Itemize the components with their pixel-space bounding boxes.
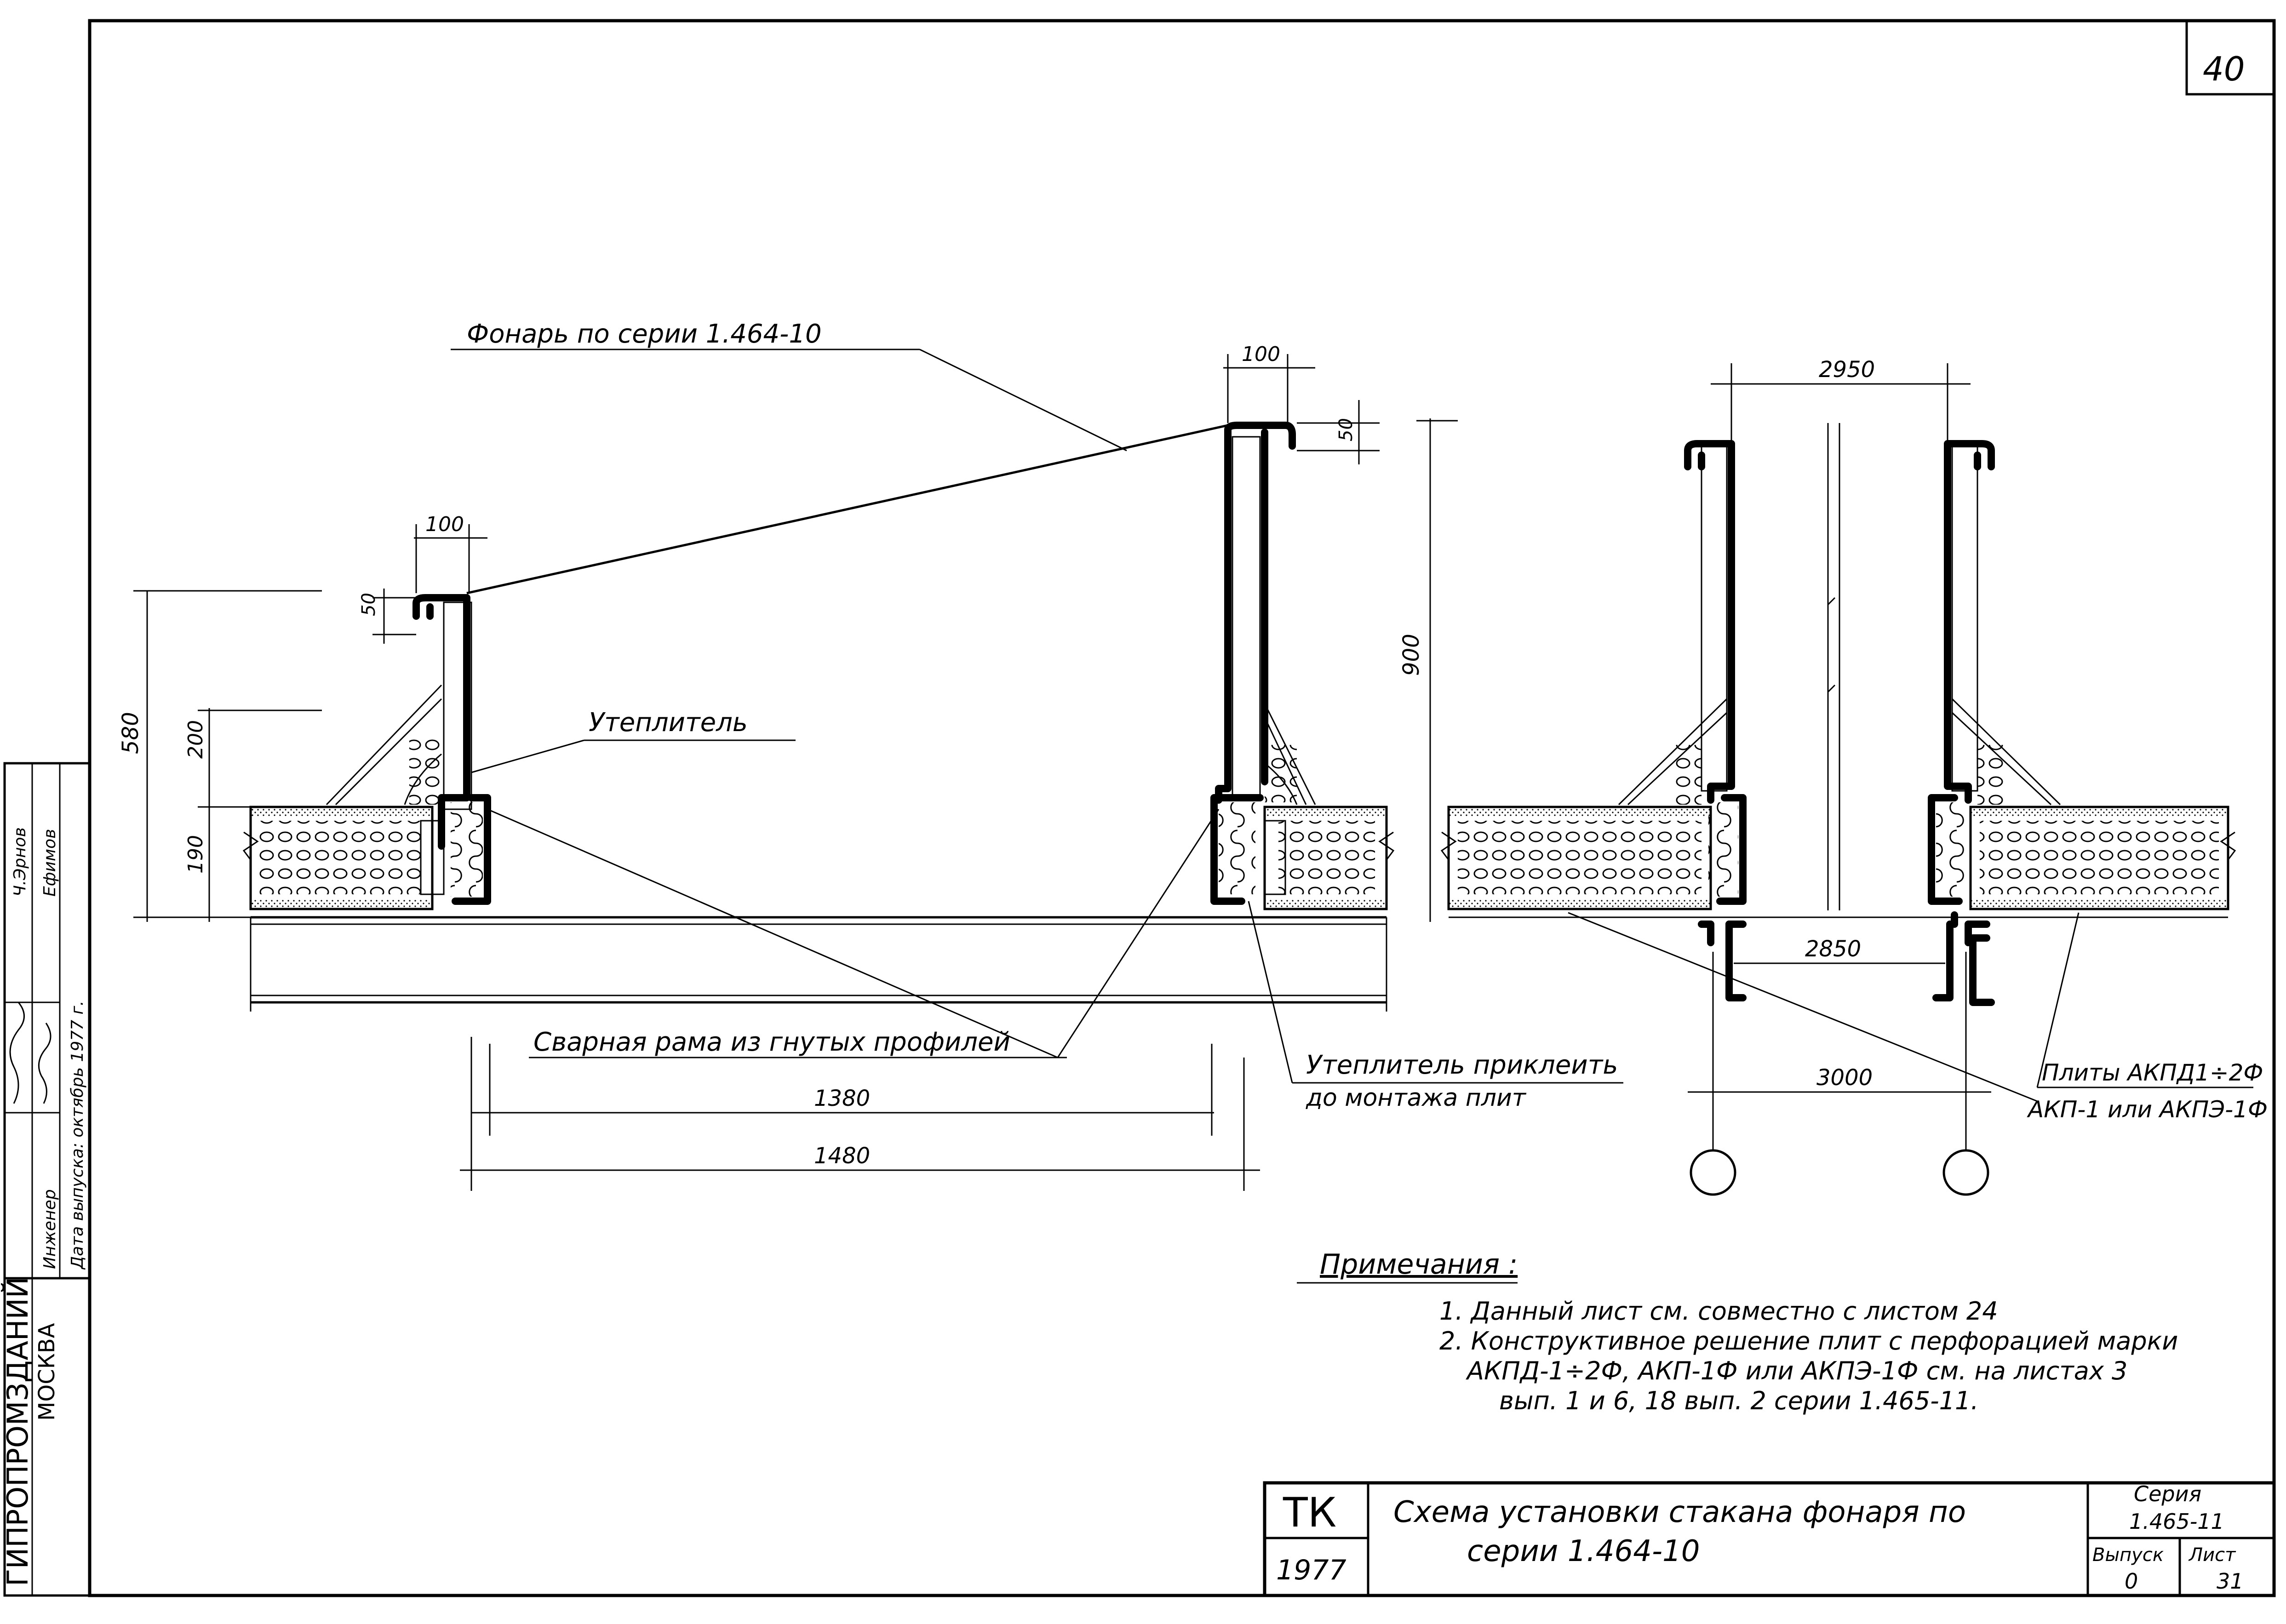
title-block: ТК 1977 Схема установки стакана фонаря п… bbox=[1263, 1481, 2276, 1597]
tb-title-2: серии 1.464-10 bbox=[1467, 1534, 1700, 1568]
dim-100-left: 100 bbox=[414, 513, 487, 593]
notes-line1: 1. Данный лист см. совместно с листом 24 bbox=[1439, 1297, 1998, 1326]
right-detail: 900 2950 2850 3000 Плиты АКПД1÷2Ф АКП-1 … bbox=[1398, 357, 2268, 1196]
label-uteplitel-prikleit-2: до монтажа плит bbox=[1306, 1084, 1527, 1112]
dim-2850: 2850 bbox=[1734, 936, 1945, 964]
dim-100-left-label: 100 bbox=[425, 513, 464, 536]
dim-50-right-label: 50 bbox=[1335, 418, 1357, 441]
notes-line4: вып. 1 и 6, 18 вып. 2 серии 1.465-11. bbox=[1499, 1386, 1979, 1415]
label-fonar: Фонарь по серии 1.464-10 bbox=[467, 319, 822, 349]
dim-2850-label: 2850 bbox=[1805, 936, 1861, 962]
notes: Примечания : 1. Данный лист см. совместн… bbox=[1297, 1248, 2178, 1415]
dim-100-right-label: 100 bbox=[1242, 343, 1280, 366]
dim-2950-label: 2950 bbox=[1819, 357, 1875, 383]
tb-title-1: Схема установки стакана фонаря по bbox=[1393, 1495, 1966, 1529]
left-detail: 100 50 580 200 190 100 bbox=[118, 343, 1395, 1191]
label-uteplitel: Утеплитель bbox=[589, 708, 748, 738]
dim-190: 190 bbox=[184, 807, 210, 922]
stamp-name2: Ефимов bbox=[40, 829, 59, 897]
stamp-engineer: Инженер bbox=[40, 1189, 59, 1269]
sheet-number-box: 40 bbox=[2185, 21, 2274, 96]
dim-1380: 1380 bbox=[471, 1044, 1214, 1136]
tb-sheet-label: Лист bbox=[2188, 1544, 2236, 1566]
notes-line2: 2. Конструктивное решение плит с перфора… bbox=[1439, 1327, 2178, 1355]
dim-200-label: 200 bbox=[184, 720, 207, 759]
dim-50-right: 50 bbox=[1297, 400, 1380, 464]
dim-580: 580 bbox=[118, 590, 322, 922]
notes-line3: АКПД-1÷2Ф, АКП-1Ф или АКПЭ-1Ф см. на лис… bbox=[1466, 1356, 2127, 1385]
tb-issue-value: 0 bbox=[2125, 1569, 2138, 1594]
stamp-name1: Ч.Эрнов bbox=[11, 827, 29, 897]
notes-title: Примечания : bbox=[1320, 1248, 1518, 1281]
dim-580-label: 580 bbox=[118, 712, 143, 754]
sheet-number: 40 bbox=[2203, 50, 2245, 88]
dim-50-left: 50 bbox=[358, 589, 416, 644]
dim-1480: 1480 bbox=[460, 1037, 1260, 1191]
dim-1380-label: 1380 bbox=[814, 1086, 870, 1111]
tb-sheet-value: 31 bbox=[2217, 1569, 2244, 1594]
dim-100-right: 100 bbox=[1223, 343, 1315, 423]
leaders-left: Фонарь по серии 1.464-10 Утеплитель Свар… bbox=[451, 319, 1623, 1112]
side-stamp: ГИПРОПРОМЗДАНИЙ МОСКВА Инженер Дата выпу… bbox=[1, 762, 91, 1597]
dim-1480-label: 1480 bbox=[814, 1143, 870, 1169]
dim-900-label: 900 bbox=[1398, 634, 1424, 676]
axis-marker-left bbox=[1690, 1149, 1736, 1196]
dim-50-left-label: 50 bbox=[358, 593, 379, 616]
label-svarnaya-rama: Сварная рама из гнутых профилей bbox=[533, 1027, 1010, 1057]
tb-series-value: 1.465-11 bbox=[2129, 1509, 2224, 1534]
curb-right-profile bbox=[1210, 794, 1264, 905]
axis-marker-right bbox=[1942, 1149, 1989, 1196]
signature-2 bbox=[38, 1023, 52, 1104]
signature-1 bbox=[9, 1002, 25, 1104]
dim-2950: 2950 bbox=[1711, 357, 1971, 441]
tb-year: 1977 bbox=[1276, 1554, 1346, 1586]
label-plity-2: АКП-1 или АКПЭ-1Ф bbox=[2027, 1096, 2268, 1123]
tb-code: ТК bbox=[1283, 1489, 1336, 1536]
dim-190-label: 190 bbox=[184, 835, 207, 874]
tb-series-label: Серия bbox=[2134, 1481, 2201, 1506]
dim-900: 900 bbox=[1398, 418, 1458, 922]
curb-left-profile bbox=[452, 794, 491, 905]
dim-3000: 3000 bbox=[1688, 1065, 1991, 1093]
dim-3000-label: 3000 bbox=[1816, 1065, 1873, 1091]
upstand-left-profile bbox=[413, 594, 470, 850]
upstand-right-insulation bbox=[1232, 436, 1261, 796]
label-uteplitel-prikleit-1: Утеплитель приклеить bbox=[1306, 1050, 1618, 1080]
stamp-city: МОСКВА bbox=[34, 1323, 60, 1421]
tb-issue-label: Выпуск bbox=[2092, 1544, 2164, 1566]
stamp-org: ГИПРОПРОМЗДАНИЙ bbox=[1, 1277, 34, 1586]
label-plity-1: Плиты АКПД1÷2Ф bbox=[2042, 1059, 2263, 1086]
dim-200: 200 bbox=[184, 708, 322, 814]
stamp-date: Дата выпуска: октябрь 1977 г. bbox=[68, 1001, 87, 1270]
